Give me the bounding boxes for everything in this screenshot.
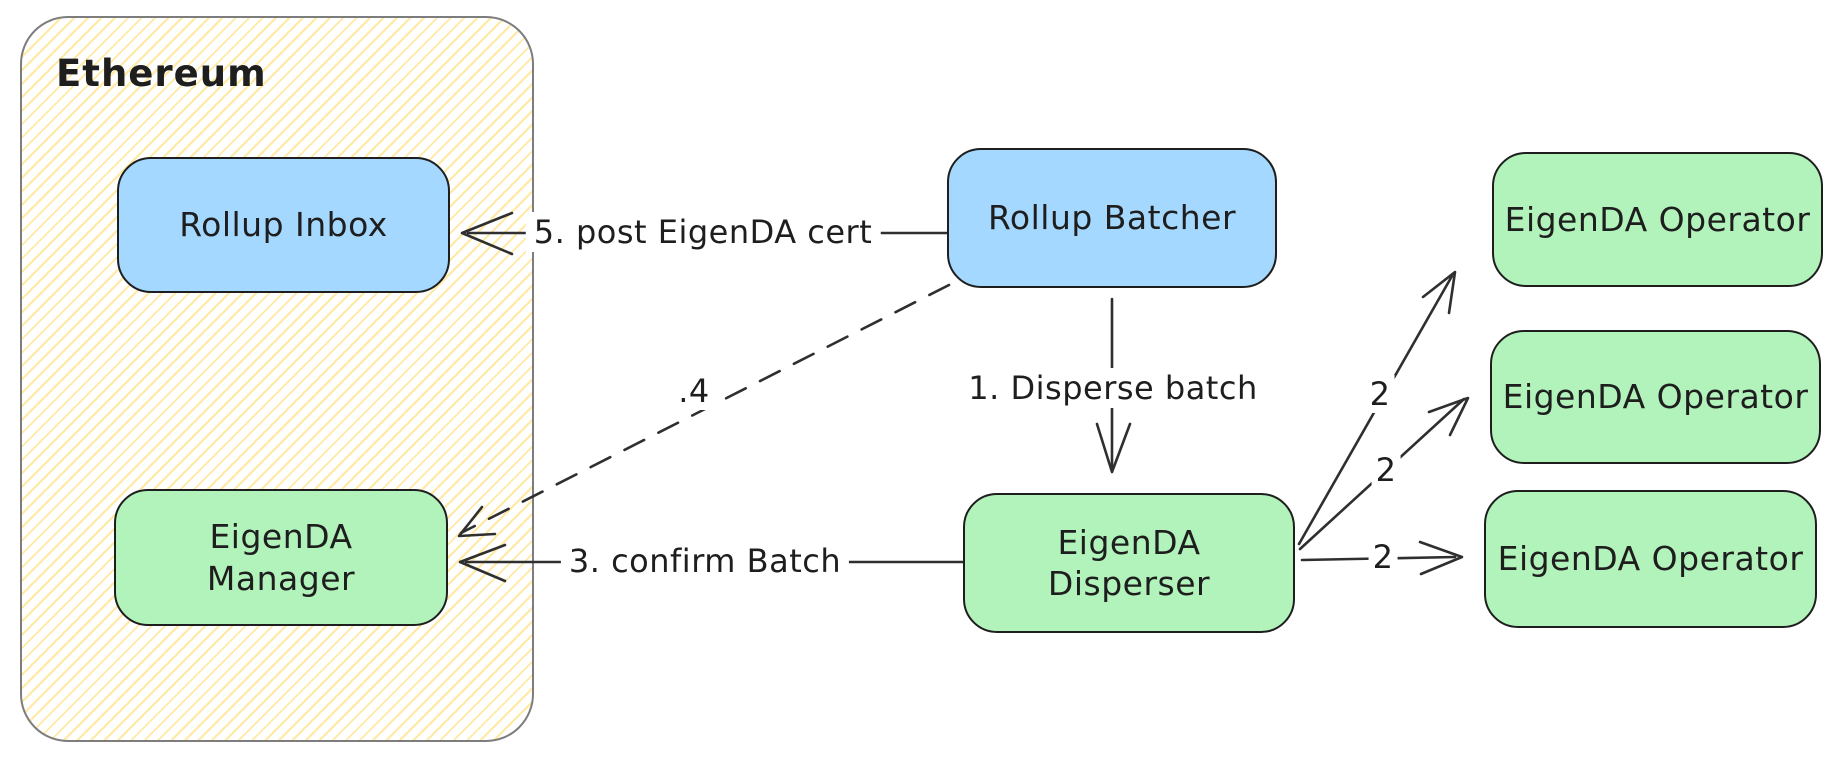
edge-label-chunks-1: 2	[1365, 375, 1395, 413]
ethereum-label: Ethereum	[56, 52, 267, 95]
arrow-step-four	[457, 283, 951, 538]
node-eigenda-manager: EigenDA Manager	[114, 489, 448, 626]
node-eigenda-operator-1: EigenDA Operator	[1492, 152, 1823, 287]
edge-label-confirm-batch: 3. confirm Batch	[560, 541, 850, 581]
node-rollup-inbox: Rollup Inbox	[117, 157, 450, 293]
edge-label-chunks-3: 2	[1368, 538, 1398, 576]
edge-label-step-four: .4	[674, 372, 714, 410]
node-eigenda-disperser: EigenDA Disperser	[963, 493, 1295, 633]
edge-label-chunks-2: 2	[1371, 451, 1401, 489]
node-eigenda-operator-3: EigenDA Operator	[1484, 490, 1817, 628]
edge-label-post-cert: 5. post EigenDA cert	[525, 212, 881, 252]
node-rollup-batcher: Rollup Batcher	[947, 148, 1277, 288]
node-eigenda-operator-2: EigenDA Operator	[1490, 330, 1821, 464]
edge-label-disperse-batch: 1. Disperse batch	[960, 368, 1266, 408]
